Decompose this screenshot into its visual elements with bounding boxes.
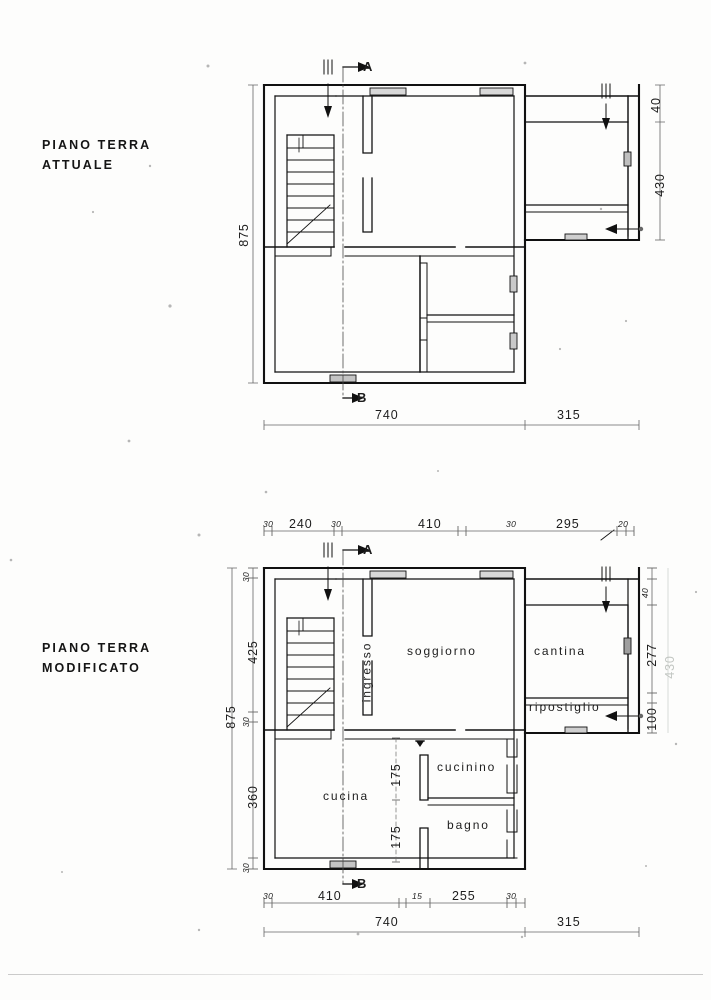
lower-dim-bottom-4: 255 — [452, 889, 476, 903]
lower-dim-left-5: 30 — [241, 862, 252, 874]
room-label-ingresso: ingresso — [359, 641, 374, 703]
room-label-soggiorno: soggiorno — [407, 644, 477, 658]
lower-dim-bottom-left-total: 740 — [375, 915, 399, 929]
room-label-cucina: cucina — [323, 789, 370, 803]
lower-dim-top-7: 20 — [618, 519, 629, 529]
lower-dim-left-3: 30 — [241, 716, 252, 728]
lower-dim-right-1: 40 — [640, 587, 651, 599]
lower-section-marker-a: A — [363, 542, 373, 557]
lower-dim-top-4: 410 — [418, 517, 442, 531]
room-label-ripostiglio: ripostiglio — [529, 700, 601, 714]
scan-footer-line — [8, 974, 703, 975]
room-label-cantina: cantina — [534, 644, 586, 658]
upper-dim-bottom-left: 740 — [375, 408, 399, 422]
room-label-bagno: bagno — [447, 818, 490, 832]
lower-section-marker-b: B — [357, 876, 367, 891]
lower-dim-top-6: 295 — [556, 517, 580, 531]
lower-dim-left-1: 30 — [241, 571, 252, 583]
lower-plan-title-line1: PIANO TERRA — [42, 641, 152, 655]
upper-dim-bottom-right: 315 — [557, 408, 581, 422]
lower-dim-bottom-2: 410 — [318, 889, 342, 903]
upper-plan-title-line2: ATTUALE — [42, 158, 115, 172]
lower-dim-top-5: 30 — [506, 519, 517, 529]
lower-dim-left-2: 425 — [245, 640, 260, 664]
lower-dim-interior-lower: 175 — [388, 825, 403, 849]
upper-plan-title-line1: PIANO TERRA — [42, 138, 152, 152]
upper-section-marker-b: B — [357, 390, 367, 405]
room-label-cucinino: cucinino — [437, 760, 497, 774]
lower-dim-left-total: 875 — [223, 705, 238, 729]
lower-dim-right-3: 100 — [644, 707, 659, 731]
upper-section-marker-a: A — [363, 59, 373, 74]
lower-dim-right-total-faded: 430 — [662, 655, 677, 679]
lower-dim-bottom-5: 30 — [506, 891, 517, 901]
lower-dim-right-2: 277 — [644, 643, 659, 667]
lower-dim-top-1: 30 — [263, 519, 274, 529]
lower-dim-bottom-3: 15 — [412, 891, 423, 901]
lower-dim-bottom-1: 30 — [263, 891, 274, 901]
lower-dim-top-2: 240 — [289, 517, 313, 531]
lower-dim-interior-upper: 175 — [388, 763, 403, 787]
lower-dim-left-4: 360 — [245, 785, 260, 809]
lower-dim-bottom-right-total: 315 — [557, 915, 581, 929]
lower-plan-title-line2: MODIFICATO — [42, 661, 142, 675]
lower-dim-top-3: 30 — [331, 519, 342, 529]
